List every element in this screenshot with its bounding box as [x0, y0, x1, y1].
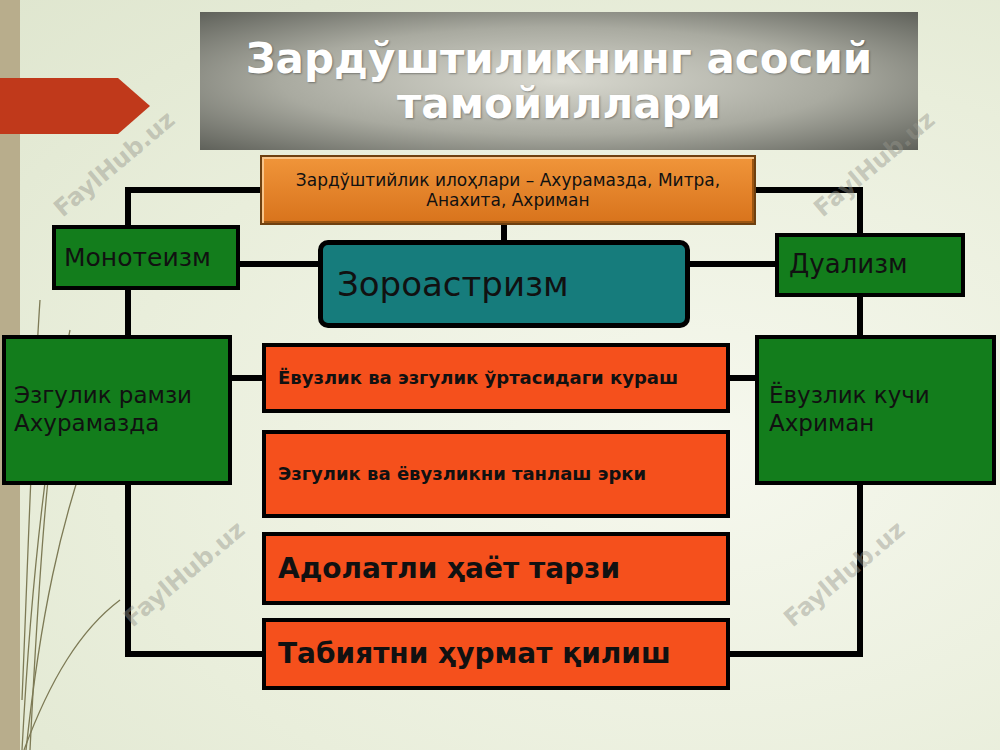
monotheism-box: Монотеизм — [52, 225, 240, 290]
node-text: Ёвузлик ва эзгулик ўртасидаги кураш — [278, 367, 714, 389]
connector-line — [690, 261, 775, 267]
node-text: Эзгулик рамзи Ахурамазда — [14, 382, 220, 437]
just-life-box: Адолатли ҳаёт тарзи — [262, 532, 730, 605]
struggle-box: Ёвузлик ва эзгулик ўртасидаги кураш — [262, 343, 730, 413]
node-text: Дуализм — [789, 249, 951, 280]
node-text: Монотеизм — [64, 243, 228, 273]
connector-line — [857, 297, 863, 335]
respect-nature-box: Табиятни ҳурмат қилиш — [262, 618, 730, 690]
connector-line — [125, 290, 131, 335]
title-box: Зардўштиликнинг асосий тамойиллари — [200, 12, 918, 150]
connector-line — [240, 261, 318, 267]
connector-line — [128, 190, 260, 225]
free-choice-box: Эзгулик ва ёвузликни танлаш эрки — [262, 430, 730, 518]
watermark: FaylHub.uz — [118, 515, 250, 632]
connector-line — [232, 375, 262, 381]
zoroastrianism-box: Зороастризм — [318, 240, 690, 328]
node-text: Зороастризм — [337, 264, 671, 305]
red-arrow — [0, 78, 150, 134]
connector-line — [501, 225, 507, 240]
node-text: Эзгулик ва ёвузликни танлаш эрки — [278, 463, 714, 485]
dualism-box: Дуализм — [775, 233, 965, 297]
node-text: Зардўштийлик илоҳлари – Ахурамазда, Митр… — [278, 170, 738, 211]
node-text: Табиятни ҳурмат қилиш — [278, 637, 714, 671]
good-symbol-box: Эзгулик рамзи Ахурамазда — [2, 335, 232, 485]
evil-force-box: Ёвузлик кучи Ахриман — [755, 335, 996, 485]
title: Зардўштиликнинг асосий тамойиллари — [200, 36, 918, 127]
deities-box: Зардўштийлик илоҳлари – Ахурамазда, Митр… — [260, 155, 756, 225]
node-text: Адолатли ҳаёт тарзи — [278, 552, 714, 586]
node-text: Ёвузлик кучи Ахриман — [769, 382, 982, 437]
connector-line — [730, 375, 755, 381]
watermark: FaylHub.uz — [778, 515, 910, 632]
